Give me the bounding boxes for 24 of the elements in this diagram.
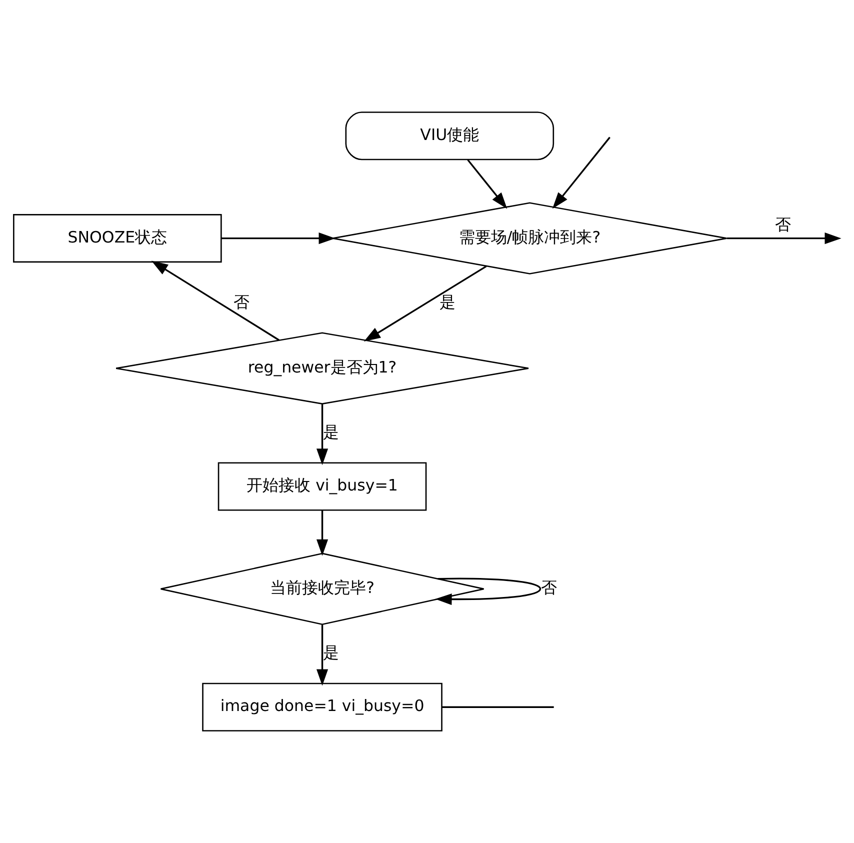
edge-label: 否 [234,292,250,312]
edge-label: 是 [440,292,456,312]
node-diamond: 当前接收完毕? [160,552,484,626]
node-diamond: 需要场/帧脉冲到来? [332,202,728,274]
node-box: 开始接收 vi_busy=1 [218,462,427,511]
arrow [435,578,542,606]
arrow [726,232,842,244]
node-diamond: reg_newer是否为1? [115,332,530,404]
edge-label: 是 [322,422,339,442]
edge-label: 否 [540,578,557,597]
arrow [316,624,328,686]
node-box: SNOOZE状态 [13,214,222,263]
arrow [316,510,328,556]
node-box: image done=1 vi_busy=0 [202,682,442,732]
arrow [364,266,487,342]
arrow [151,260,280,341]
edge-label: 否 [774,214,791,234]
edge-label: 是 [322,643,339,662]
node-box: VIU使能 [345,112,554,160]
arrow [467,159,508,209]
arrow [316,404,328,466]
arrow [221,232,336,244]
arrow [552,136,610,209]
connector [442,706,554,708]
